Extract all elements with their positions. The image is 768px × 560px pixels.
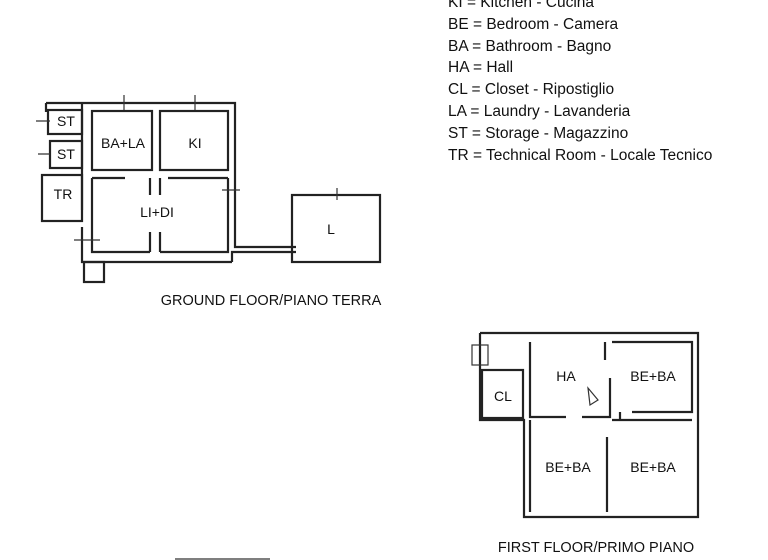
ground-floor-title: GROUND FLOOR/PIANO TERRA [160,293,382,309]
ground-outer-wall [44,101,296,264]
legend-item: BE = Bedroom - Camera [448,15,619,33]
label-st: ST [57,146,75,162]
room-li-di [90,176,230,254]
first-outer-wall [478,331,700,519]
label-li-di: LI+DI [140,204,174,220]
legend-item: LA = Laundry - Lavanderia [448,102,631,120]
label-ba-la: BA+LA [101,135,146,151]
first-floor-title: FIRST FLOOR/PRIMO PIANO [497,540,695,556]
legend-item: HA = Hall [448,59,514,77]
label-be-ba: BE+BA [630,459,676,475]
room-cl [480,368,525,420]
stair-icon [471,344,489,366]
legend: KI = Kitchen - Cucina BE = Bedroom - Cam… [448,0,712,166]
room-tr [40,173,84,223]
legend-item: ST = Storage - Magazzino [448,124,629,142]
door-marks [36,95,338,241]
label-ki: KI [188,135,201,151]
label-l: L [327,221,335,237]
legend-item: TR = Technical Room - Locale Tecnico [448,146,713,164]
label-st: ST [57,113,75,129]
room-ki [158,109,230,172]
label-cl: CL [494,388,512,404]
first-floor-plan: HA BE+BA CL BE+BA BE+BA [471,331,700,519]
ground-floor-plan: ST ST TR BA+LA KI LI+DI L [36,95,382,284]
label-ha: HA [556,368,576,384]
room-st-1 [46,108,84,136]
label-tr: TR [54,186,73,202]
entrance-step [82,260,106,284]
first-inner-walls [528,340,694,512]
room-l [290,193,382,264]
legend-item: CL = Closet - Ripostiglio [448,81,615,99]
room-ba-la [90,109,154,172]
stair-arrow-icon [587,386,599,407]
label-be-ba: BE+BA [630,368,676,384]
label-be-ba: BE+BA [545,459,591,475]
legend-item: KI = Kitchen - Cucina [448,0,595,11]
legend-item: BA = Bathroom - Bagno [448,37,612,55]
